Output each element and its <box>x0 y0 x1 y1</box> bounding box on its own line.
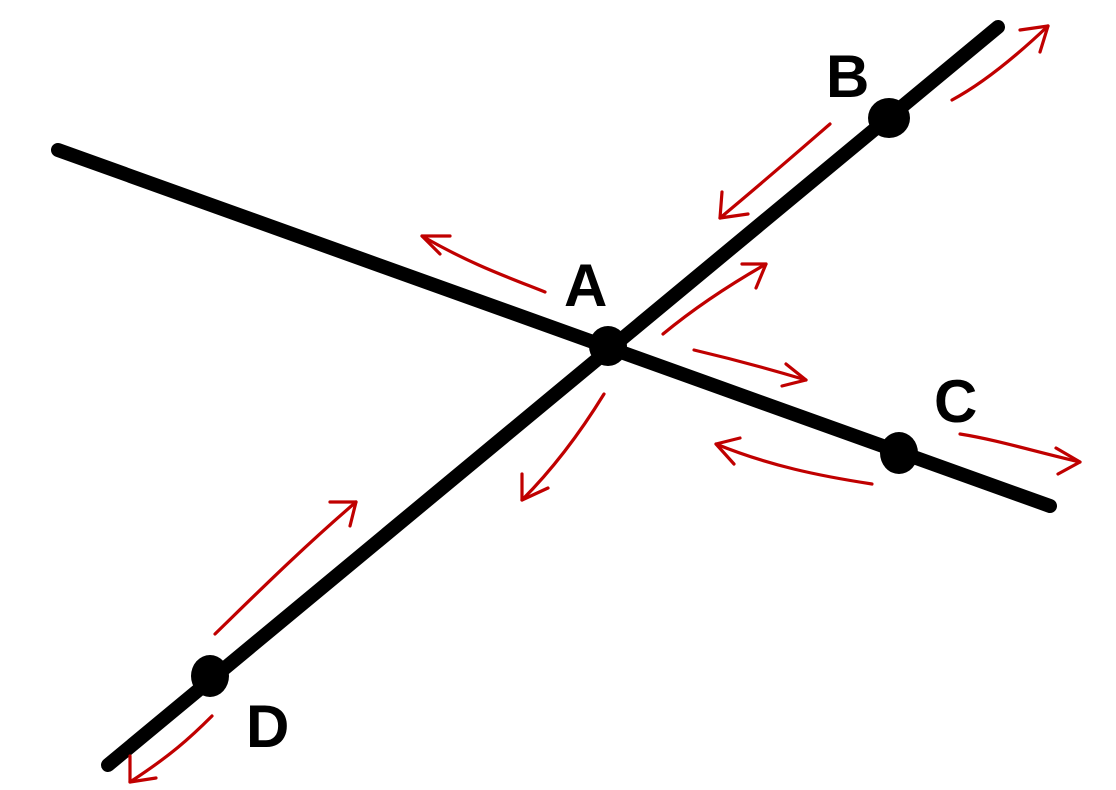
arrow-c-toward-a <box>714 436 874 486</box>
label-b: B <box>826 43 869 110</box>
label-a: A <box>564 252 607 319</box>
arrow-a-toward-c <box>692 348 808 388</box>
point-a <box>589 326 627 366</box>
label-d: D <box>246 693 289 760</box>
arrow-b-outward <box>950 24 1050 102</box>
arrow-c-outward <box>958 432 1082 476</box>
arrow-a-toward-d <box>520 392 606 502</box>
arrow-d-toward-a <box>213 500 358 636</box>
arrow-d-outward <box>128 714 214 784</box>
arrow-b-toward-a <box>718 122 832 220</box>
point-c <box>880 432 918 474</box>
arrow-a-toward-b <box>661 262 768 336</box>
point-b <box>868 98 910 138</box>
arrow-a-toward-left <box>420 234 547 294</box>
label-c: C <box>934 368 977 435</box>
line-bd <box>101 20 1005 772</box>
point-d <box>191 655 229 697</box>
